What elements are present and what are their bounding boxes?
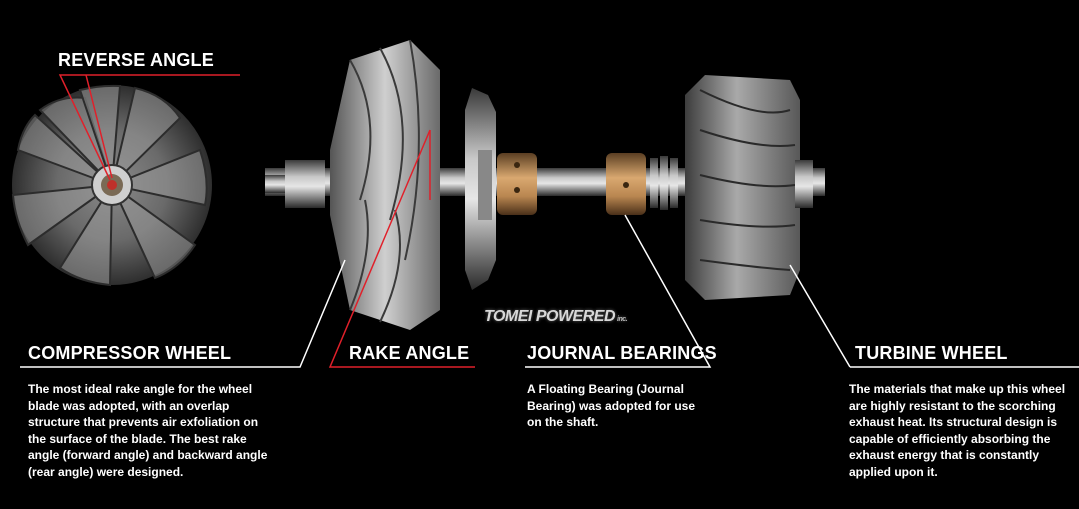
turbine-wheel-description: The materials that make up this wheel ar… (849, 382, 1066, 479)
white-leader-lines (20, 214, 1079, 368)
journal-bearings-label: JOURNAL BEARINGS (527, 343, 717, 363)
journal-bearing-left (497, 153, 537, 215)
thrust-collar (465, 88, 496, 290)
reverse-angle-label: REVERSE ANGLE (58, 50, 214, 70)
compressor-wheel-front-view (11, 84, 212, 287)
compressor-wheel-description: The most ideal rake angle for the wheel … (28, 382, 268, 479)
journal-bearings-description: A Floating Bearing (Journal Bearing) was… (527, 382, 696, 429)
turbine-wheel-profile (685, 75, 813, 300)
turbine-wheel-label: TURBINE WHEEL (855, 343, 1008, 363)
brand-name: TOMEI POWERED (484, 308, 616, 325)
red-leader-lines (58, 74, 475, 368)
rake-angle-label: RAKE ANGLE (349, 343, 470, 363)
compressor-wheel-label: COMPRESSOR WHEEL (28, 343, 232, 363)
compressor-wheel-profile (285, 39, 440, 330)
brand-suffix: inc. (617, 316, 628, 323)
